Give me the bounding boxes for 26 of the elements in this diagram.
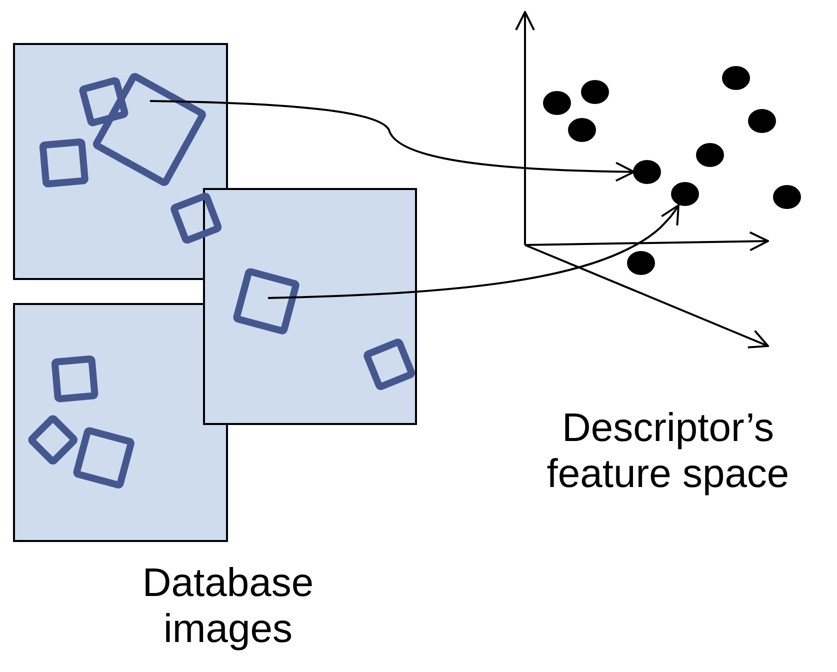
feature-space-label: Descriptor’s feature space: [546, 405, 790, 497]
image-panel: [203, 188, 417, 425]
square-outline: [39, 138, 89, 188]
square-outline: [26, 413, 80, 467]
arrow: [150, 100, 635, 182]
data-point: [633, 160, 661, 184]
square-outline: [72, 426, 136, 490]
data-point: [722, 66, 750, 90]
arrow: [268, 204, 680, 299]
data-point: [671, 182, 699, 206]
square-outline: [51, 355, 99, 403]
square-outline: [232, 266, 300, 336]
data-point: [748, 109, 776, 133]
square-outline: [168, 190, 224, 246]
data-point: [773, 185, 801, 209]
image-panel: [13, 303, 228, 542]
data-point: [581, 80, 609, 104]
square-outline: [90, 70, 208, 188]
square-outline: [362, 336, 416, 392]
square-outline: [78, 76, 130, 128]
data-point: [696, 143, 724, 167]
image-panel: [13, 43, 228, 280]
data-point: [568, 118, 596, 142]
data-point: [627, 251, 655, 275]
image-set-label: Database images: [141, 560, 315, 652]
data-point: [543, 91, 571, 115]
